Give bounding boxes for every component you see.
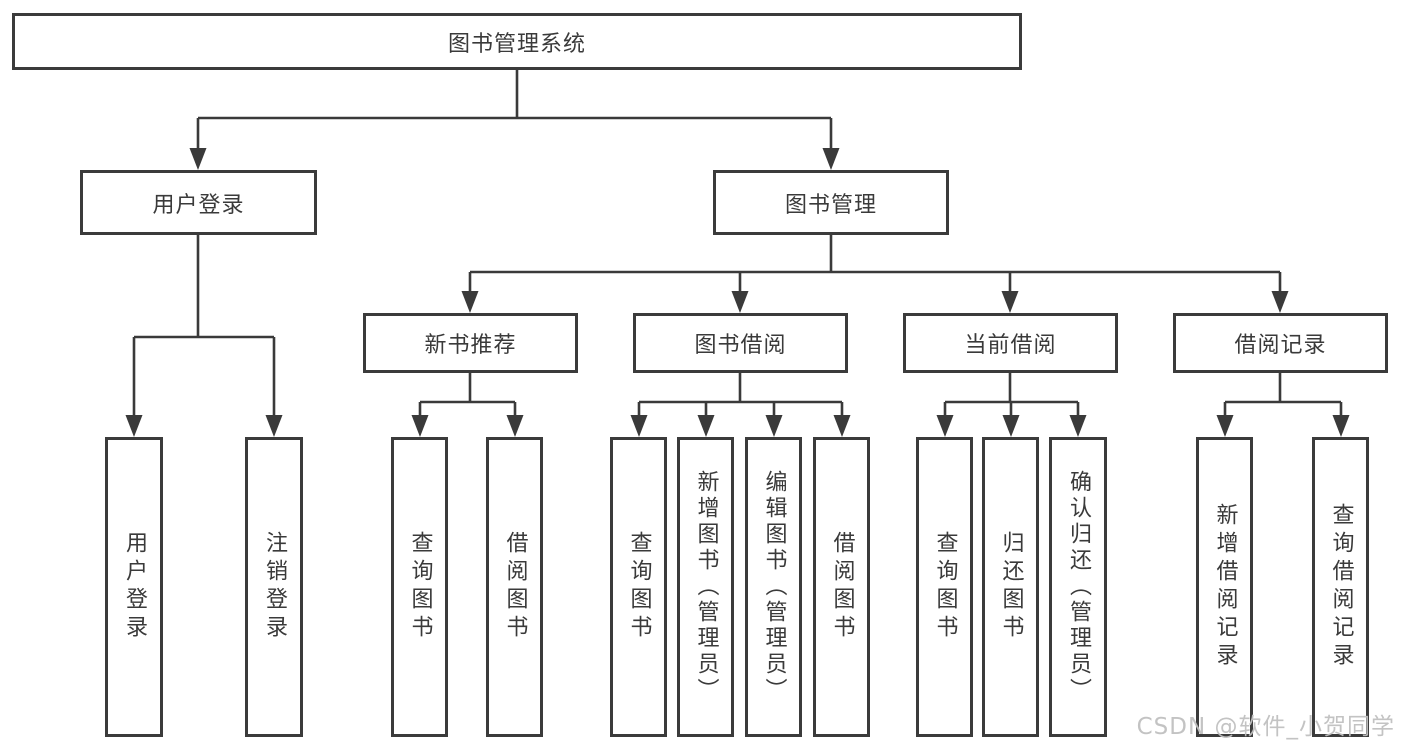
arrow-down-icon xyxy=(461,291,479,313)
node-add-books-admin: 新增图书（管理员） xyxy=(677,437,734,737)
node-root: 图书管理系统 xyxy=(12,13,1022,70)
node-confirm-return-admin: 确认归还（管理员） xyxy=(1049,437,1107,737)
arrow-down-icon xyxy=(630,415,648,437)
arrow-down-icon xyxy=(411,415,429,437)
node-book-management: 图书管理 xyxy=(713,170,949,235)
arrow-down-icon xyxy=(125,415,143,437)
node-return-books: 归还图书 xyxy=(982,437,1039,737)
connectors-current-borrow xyxy=(936,373,1087,437)
node-query-borrow-record-label: 查询借阅记录 xyxy=(1328,503,1354,671)
arrow-down-icon xyxy=(1332,415,1350,437)
node-borrow-books-leaf-label: 借阅图书 xyxy=(829,531,855,643)
node-user-login: 用户登录 xyxy=(80,170,317,235)
arrow-down-icon xyxy=(1001,291,1019,313)
connectors-new-book-recommend xyxy=(411,373,524,437)
arrow-down-icon xyxy=(822,148,840,170)
watermark: CSDN @软件_小贺同学 xyxy=(1136,714,1395,740)
arrow-down-icon xyxy=(936,415,954,437)
node-query-books-current: 查询图书 xyxy=(916,437,973,737)
node-edit-books-admin-label: 编辑图书（管理员） xyxy=(761,470,787,704)
node-query-books-current-label: 查询图书 xyxy=(932,531,958,643)
connectors-user-login xyxy=(125,235,283,437)
node-user-login-label: 用户登录 xyxy=(152,192,245,218)
node-book-borrow-label: 图书借阅 xyxy=(694,333,787,358)
node-current-borrow-label: 当前借阅 xyxy=(964,333,1057,358)
arrow-down-icon xyxy=(189,148,207,170)
node-user-login-leaf: 用户登录 xyxy=(105,437,163,737)
arrow-down-icon xyxy=(765,415,783,437)
node-return-books-label: 归还图书 xyxy=(998,531,1024,643)
node-query-borrow-record: 查询借阅记录 xyxy=(1312,437,1369,737)
node-query-books-borrow: 查询图书 xyxy=(610,437,667,737)
arrow-down-icon xyxy=(1216,415,1234,437)
node-query-books-borrow-label: 查询图书 xyxy=(626,531,652,643)
node-user-login-leaf-label: 用户登录 xyxy=(122,531,147,643)
node-book-management-label: 图书管理 xyxy=(784,192,877,218)
arrow-down-icon xyxy=(697,415,715,437)
node-root-label: 图书管理系统 xyxy=(447,31,586,57)
arrow-down-icon xyxy=(1069,415,1087,437)
node-add-books-admin-label: 新增图书（管理员） xyxy=(693,470,719,704)
node-new-book-recommend-label: 新书推荐 xyxy=(424,333,517,358)
node-book-borrow: 图书借阅 xyxy=(633,313,848,373)
node-add-borrow-record: 新增借阅记录 xyxy=(1196,437,1253,737)
connectors-borrow-record xyxy=(1216,373,1350,437)
arrow-down-icon xyxy=(1271,291,1289,313)
connectors-book-borrow xyxy=(630,373,851,437)
arrow-down-icon xyxy=(506,415,524,437)
node-logout-leaf-label: 注销登录 xyxy=(262,531,287,643)
arrow-down-icon xyxy=(265,415,283,437)
connectors-root xyxy=(189,69,840,170)
connectors-book-management xyxy=(461,235,1289,313)
node-edit-books-admin: 编辑图书（管理员） xyxy=(745,437,802,737)
node-new-book-recommend: 新书推荐 xyxy=(363,313,578,373)
arrow-down-icon xyxy=(731,291,749,313)
node-borrow-books-recommend-label: 借阅图书 xyxy=(502,531,528,643)
node-borrow-books-recommend: 借阅图书 xyxy=(486,437,543,737)
node-borrow-record-label: 借阅记录 xyxy=(1234,333,1327,358)
node-borrow-record: 借阅记录 xyxy=(1173,313,1388,373)
node-query-books-recommend: 查询图书 xyxy=(391,437,448,737)
arrow-down-icon xyxy=(833,415,851,437)
node-query-books-recommend-label: 查询图书 xyxy=(407,531,433,643)
node-logout-leaf: 注销登录 xyxy=(245,437,303,737)
arrow-down-icon xyxy=(1002,415,1020,437)
node-add-borrow-record-label: 新增借阅记录 xyxy=(1212,503,1238,671)
node-borrow-books-leaf: 借阅图书 xyxy=(813,437,870,737)
node-current-borrow: 当前借阅 xyxy=(903,313,1118,373)
node-confirm-return-admin-label: 确认归还（管理员） xyxy=(1066,470,1091,704)
